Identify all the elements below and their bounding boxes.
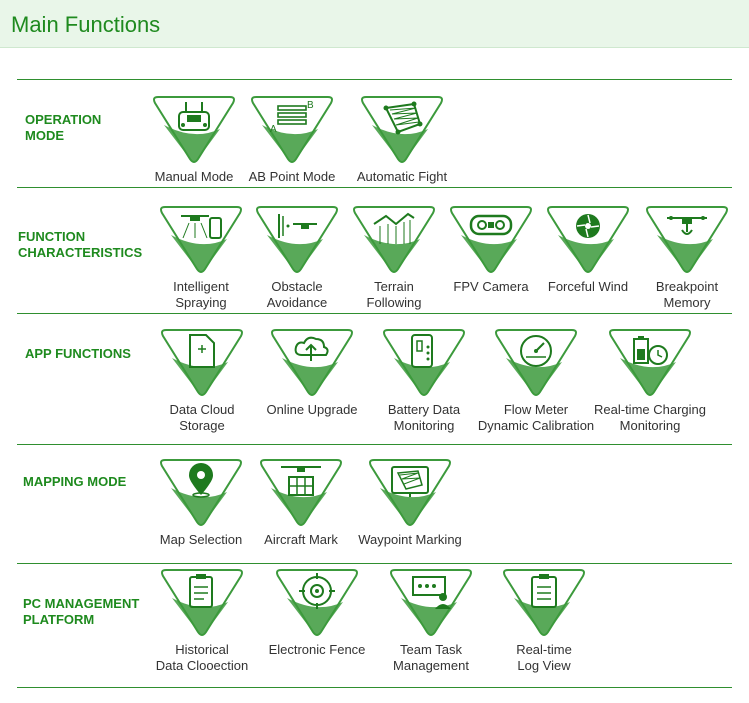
badge-shape <box>609 329 691 396</box>
function-badge <box>606 328 694 398</box>
section-divider <box>17 687 732 688</box>
function-label: Manual Mode <box>154 169 234 184</box>
badge-shape <box>161 569 243 636</box>
badge-shape <box>251 96 333 163</box>
section-divider <box>17 444 732 445</box>
badge-shape <box>646 206 728 273</box>
function-badge <box>257 458 345 528</box>
function-badge <box>447 205 535 275</box>
fan-wind-icon <box>566 210 610 248</box>
phone-battery-icon <box>402 333 446 371</box>
cloud-document-icon <box>180 333 224 371</box>
function-label: Electronic Fence <box>268 642 366 657</box>
drone-grid-icon <box>279 463 323 501</box>
battery-clock-icon <box>628 333 672 371</box>
log-clipboard-icon <box>522 573 566 611</box>
target-fence-icon <box>295 573 339 611</box>
ab-icon-a: A <box>270 124 277 135</box>
clipboard-icon <box>180 573 224 611</box>
auto-route-icon <box>380 100 424 138</box>
badge-shape <box>495 329 577 396</box>
function-badge <box>268 328 356 398</box>
cloud-upload-icon <box>290 333 334 371</box>
badge-shape <box>271 329 353 396</box>
section-label: PC MANAGEMENT PLATFORM <box>23 596 140 627</box>
header-bar: Main Functions <box>0 0 749 48</box>
gauge-icon <box>514 333 558 371</box>
badge-shape <box>383 329 465 396</box>
function-badge <box>387 568 475 638</box>
function-label: Waypoint Marking <box>358 532 462 547</box>
function-badge <box>358 95 446 165</box>
function-badge <box>350 205 438 275</box>
function-badge <box>157 458 245 528</box>
function-label: AB Point Mode <box>248 169 336 184</box>
function-label: Data Cloud Storage <box>169 402 235 433</box>
badge-shape <box>276 569 358 636</box>
spraying-drone-icon <box>179 210 223 248</box>
function-badge <box>253 205 341 275</box>
section-label: OPERATION MODE <box>25 112 102 143</box>
section-divider <box>17 563 732 564</box>
section-divider <box>17 79 732 80</box>
ab-icon-b: B <box>307 100 314 111</box>
function-label: Battery Data Monitoring <box>387 402 461 433</box>
section-divider <box>17 187 732 188</box>
function-badge <box>158 328 246 398</box>
function-badge <box>544 205 632 275</box>
function-label: Real-time Log View <box>516 642 572 673</box>
function-badge <box>158 568 246 638</box>
function-label: Aircraft Mark <box>264 532 338 547</box>
function-badge <box>366 458 454 528</box>
function-badge <box>492 328 580 398</box>
obstacle-radar-icon <box>275 210 319 248</box>
section-label: FUNCTION CHARACTERISTICS <box>18 229 143 260</box>
function-badge <box>150 95 238 165</box>
function-label: Team Task Management <box>393 642 469 673</box>
team-screen-icon <box>409 573 453 611</box>
function-label: Forceful Wind <box>547 279 629 294</box>
section-divider <box>17 313 732 314</box>
section-label: MAPPING MODE <box>23 474 127 489</box>
function-label: Historical Data Clooection <box>155 642 249 673</box>
section-label: APP FUNCTIONS <box>25 346 131 361</box>
function-label: Real-time Charging Monitoring <box>594 402 706 433</box>
badge-shape <box>260 459 342 526</box>
function-label: Flow Meter Dynamic Calibration <box>477 402 595 433</box>
breakpoint-drone-icon <box>665 210 709 248</box>
function-badge <box>500 568 588 638</box>
function-label: Terrain Following <box>366 279 422 310</box>
function-label: Automatic Fight <box>356 169 448 184</box>
map-pin-icon <box>179 463 223 501</box>
remote-controller-icon <box>172 100 216 138</box>
function-label: Intelligent Spraying <box>173 279 229 310</box>
waypoint-screen-icon <box>388 463 432 501</box>
terrain-follow-icon <box>372 210 416 248</box>
function-label: Breakpoint Memory <box>655 279 719 310</box>
function-badge <box>380 328 468 398</box>
function-badge <box>157 205 245 275</box>
function-label: Map Selection <box>159 532 243 547</box>
fpv-camera-icon <box>469 210 513 248</box>
function-badge <box>273 568 361 638</box>
page-title: Main Functions <box>11 12 161 37</box>
badge-shape <box>547 206 629 273</box>
function-label: FPV Camera <box>453 279 529 294</box>
function-badge <box>643 205 731 275</box>
function-label: Online Upgrade <box>266 402 358 417</box>
function-label: Obstacle Avoidance <box>266 279 328 310</box>
